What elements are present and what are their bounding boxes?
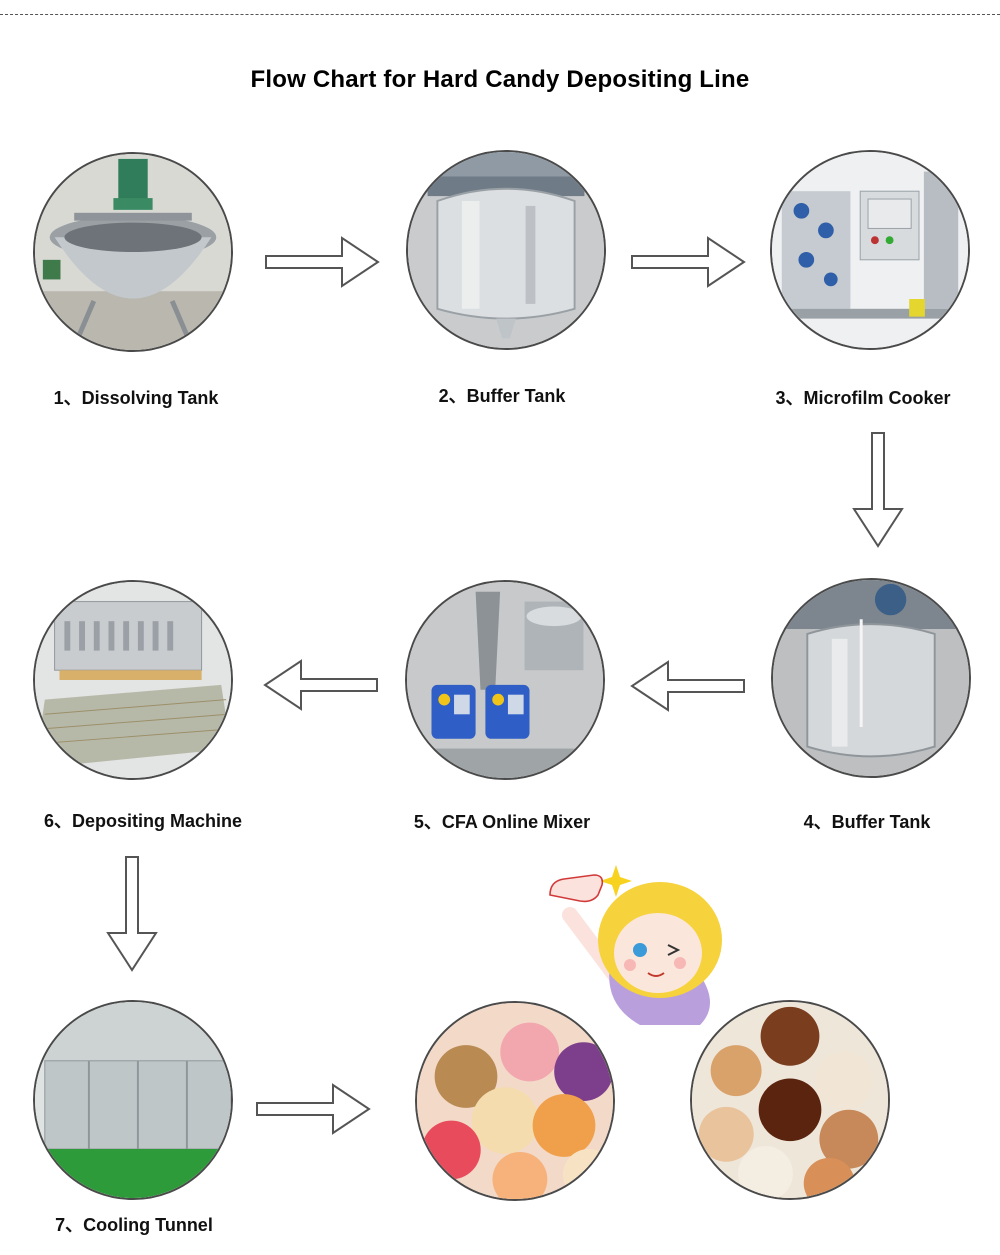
arrow-down-6-to-7: [106, 856, 158, 972]
step-4-label: 4、Buffer Tank: [803, 812, 931, 832]
cooling-tunnel-image: [33, 1000, 233, 1200]
step-2-label: 2、Buffer Tank: [438, 386, 566, 406]
caramel-hard-candies-image: [690, 1000, 890, 1200]
arrow-right-7-to-products: [256, 1083, 371, 1135]
buffer-tank-image: [771, 578, 971, 778]
microfilm-cooker-image: [770, 150, 970, 350]
arrow-right-2-to-3: [631, 236, 746, 288]
arrow-left-4-to-5: [630, 660, 745, 712]
step-6-label: 6、Depositing Machine: [43, 811, 243, 831]
step-5-label: 5、CFA Online Mixer: [413, 812, 591, 832]
dissolving-tank-image: [33, 152, 233, 352]
buffer-tank-image: [406, 150, 606, 350]
cfa-online-mixer-image: [405, 580, 605, 780]
page-title: Flow Chart for Hard Candy Depositing Lin…: [250, 66, 750, 93]
arrow-right-1-to-2: [265, 236, 380, 288]
top-dashed-divider: [0, 14, 1000, 15]
arrow-down-3-to-4: [852, 432, 904, 548]
depositing-machine-image: [33, 580, 233, 780]
thumbs-up-girl-illustration: [540, 855, 750, 1035]
step-7-label: 7、Cooling Tunnel: [55, 1215, 213, 1235]
step-1-label: 1、Dissolving Tank: [53, 388, 219, 408]
arrow-left-5-to-6: [263, 659, 378, 711]
step-3-label: 3、Microfilm Cooker: [775, 388, 951, 408]
